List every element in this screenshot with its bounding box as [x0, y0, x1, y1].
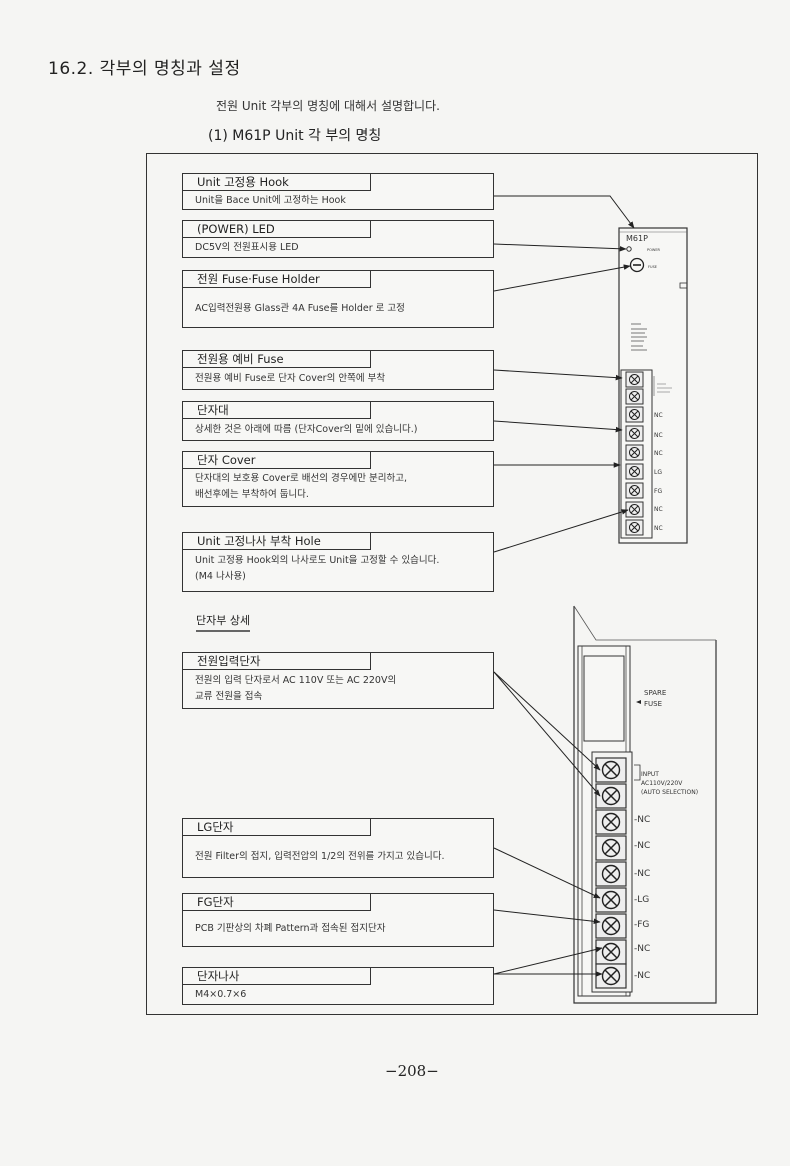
input-auto-label: (AUTO SELECTION): [641, 789, 698, 796]
callout-spare-fuse: 전원용 예비 Fuse 전원용 예비 Fuse로 단자 Cover의 안쪽에 부…: [182, 350, 494, 390]
callout-header: LG단자: [183, 819, 371, 836]
terminal-title-underline: [196, 630, 250, 632]
callout-desc: Unit을 Bace Unit에 고정하는 Hook: [195, 195, 346, 206]
callout-desc: M4×0.7×6: [195, 989, 247, 1000]
svg-text:FG: FG: [654, 488, 662, 495]
diagram-frame: [146, 153, 758, 1015]
spare-fuse-slot: [583, 655, 625, 742]
spare-label: SPARE: [644, 689, 666, 697]
intro-text: 전원 Unit 각부의 명칭에 대해서 설명합니다.: [216, 99, 440, 113]
svg-text:NC: NC: [654, 432, 663, 439]
terminal-section-title: 단자부 상세: [196, 614, 251, 627]
svg-text:-NC: -NC: [634, 944, 650, 954]
module-model-label: M61P: [626, 234, 648, 243]
callout-desc: PCB 기판상의 차폐 Pattern과 접속된 접지단자: [195, 923, 386, 934]
callout-lg-terminal: LG단자 전원 Filter의 접지, 입력전압의 1/2의 전위를 가지고 있…: [182, 818, 494, 878]
callout-fixing-hook: Unit 고정용 Hook Unit을 Bace Unit에 고정하는 Hook: [182, 173, 494, 210]
callout-fixing-screw-hole: Unit 고정나사 부착 Hole Unit 고정용 Hook외의 나사로도 U…: [182, 532, 494, 592]
svg-text:-NC: -NC: [634, 815, 650, 825]
callout-header: 단자대: [183, 402, 371, 419]
power-led-icon: [626, 246, 632, 252]
svg-text:NC: NC: [654, 525, 663, 532]
page-number: −208−: [385, 1062, 439, 1080]
callout-terminal-cover: 단자 Cover 단자대의 보호용 Cover로 배선의 경우에만 분리하고, …: [182, 451, 494, 507]
callout-header: 전원용 예비 Fuse: [183, 351, 371, 368]
svg-text:NC: NC: [654, 450, 663, 457]
callout-desc: Unit 고정용 Hook외의 나사로도 Unit을 고정할 수 있습니다. (…: [195, 555, 440, 582]
callout-power-led: (POWER) LED DC5V의 전원표시용 LED: [182, 220, 494, 258]
terminal-detail: SPARE FUSE INPUT AC110V/220V (AUTO SELEC…: [573, 605, 717, 1004]
detail-terminal-labels: -NC -NC -NC -LG -FG -NC -NC: [634, 815, 650, 981]
callout-desc: DC5V의 전원표시용 LED: [195, 242, 299, 253]
callout-desc: 전원 Filter의 접지, 입력전압의 1/2의 전위를 가지고 있습니다.: [195, 851, 445, 862]
fuse-label: FUSE: [644, 700, 662, 708]
svg-text:-FG: -FG: [634, 920, 649, 930]
module-power-label: POWER: [647, 248, 661, 252]
callout-fuse-holder: 전원 Fuse·Fuse Holder AC입력전원용 Glass관 4A Fu…: [182, 270, 494, 328]
module-fuse-label: FUSE: [648, 265, 657, 269]
section-title: 16.2. 각부의 명칭과 설정: [48, 59, 241, 79]
callout-header: 단자 Cover: [183, 452, 371, 469]
m61p-module: M61P POWER FUSE NC NC N: [618, 227, 688, 544]
callout-header: Unit 고정나사 부착 Hole: [183, 533, 371, 550]
svg-text:NC: NC: [654, 412, 663, 419]
svg-text:-NC: -NC: [634, 869, 650, 879]
callout-header: FG단자: [183, 894, 371, 911]
callout-header: 단자나사: [183, 968, 371, 985]
svg-text:NC: NC: [654, 506, 663, 513]
callout-desc: AC입력전원용 Glass관 4A Fuse를 Holder 로 고정: [195, 303, 405, 314]
module-terminal-labels: NC NC NC LG FG NC NC: [654, 412, 663, 532]
callout-header: 전원 Fuse·Fuse Holder: [183, 271, 371, 288]
callout-desc: 전원용 예비 Fuse로 단자 Cover의 안쪽에 부착: [195, 373, 386, 384]
callout-header: (POWER) LED: [183, 221, 371, 238]
detail-terminal-screws: [595, 757, 627, 989]
callout-header: Unit 고정용 Hook: [183, 174, 371, 191]
svg-text:-NC: -NC: [634, 971, 650, 981]
callout-desc: 상세한 것은 아래에 따름 (단자Cover의 밑에 있습니다.): [195, 424, 418, 435]
callout-desc: 전원의 입력 단자로서 AC 110V 또는 AC 220V의 교류 전원을 접…: [195, 675, 397, 702]
svg-text:LG: LG: [654, 469, 662, 476]
input-voltage-label: AC110V/220V: [641, 780, 683, 787]
input-label: INPUT: [641, 771, 659, 778]
callout-power-input-terminal: 전원입력단자 전원의 입력 단자로서 AC 110V 또는 AC 220V의 교…: [182, 652, 494, 709]
module-terminal-screws: [625, 371, 644, 536]
callout-terminal-screw: 단자나사 M4×0.7×6: [182, 967, 494, 1005]
svg-text:-LG: -LG: [634, 895, 649, 905]
callout-header: 전원입력단자: [183, 653, 371, 670]
svg-text:-NC: -NC: [634, 841, 650, 851]
callout-fg-terminal: FG단자 PCB 기판상의 차폐 Pattern과 접속된 접지단자: [182, 893, 494, 947]
sub-title: (1) M61P Unit 각 부의 명칭: [208, 128, 382, 144]
callout-terminal-block: 단자대 상세한 것은 아래에 따름 (단자Cover의 밑에 있습니다.): [182, 401, 494, 441]
callout-desc: 단자대의 보호용 Cover로 배선의 경우에만 분리하고, 배선후에는 부착하…: [195, 473, 407, 500]
